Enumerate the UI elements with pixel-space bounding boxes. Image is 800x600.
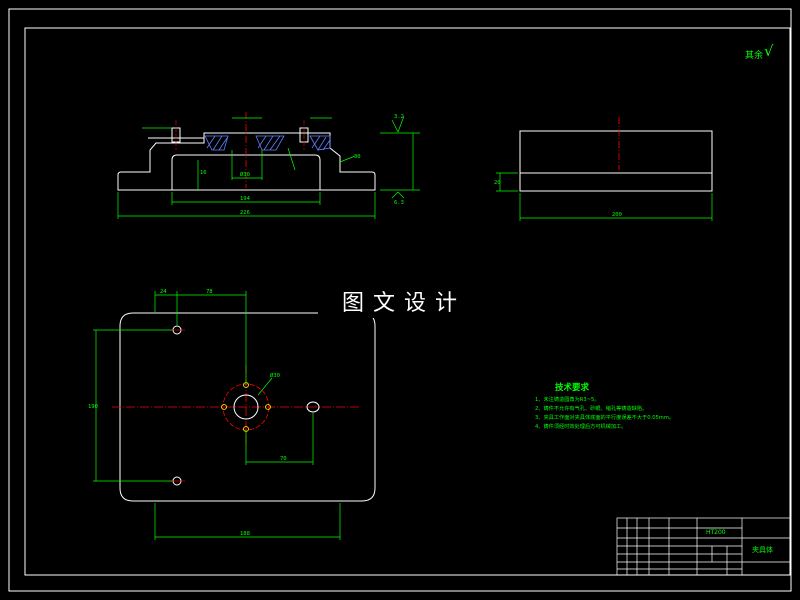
- dim-hole-diameter: Ø30: [270, 372, 280, 379]
- tech-note-1: 1、未注铸造圆角为R3~5。: [535, 395, 600, 403]
- roughness-value: 3.2: [394, 114, 404, 120]
- title-part-name: 夹具体: [752, 545, 773, 554]
- dim-226: 226: [240, 210, 250, 216]
- front-view: 226 194 Ø30 30 16 3.2 6.3: [117, 112, 420, 219]
- center-bore: [233, 394, 259, 420]
- tech-notes: 技术要求 1、未注铸造圆角为R3~5。 2、铸件不允许有气孔、砂眼、缩孔等铸造缺…: [535, 382, 674, 430]
- roughness-note: 其余: [745, 49, 763, 61]
- tech-note-3: 3、夹具工作面对夹具体底面的平行度误差不大于0.05mm。: [535, 413, 674, 421]
- side-dimensions: [496, 172, 713, 221]
- dim-24: 24: [160, 289, 167, 295]
- inner-frame: [24, 27, 791, 576]
- tech-note-4: 4、铸件须经时效处理后方可机械加工。: [535, 422, 627, 430]
- title-block: [616, 517, 791, 576]
- dim-188: 188: [240, 531, 250, 537]
- dim-20: 20: [494, 180, 501, 186]
- front-dimensions: [117, 115, 420, 219]
- dim-190: 190: [88, 404, 98, 410]
- dim-78: 78: [206, 289, 213, 295]
- side-view: 200 20: [494, 117, 713, 221]
- dim-194: 194: [240, 196, 251, 202]
- top-view-outline: [119, 312, 376, 502]
- slot-hole-right: [306, 401, 320, 413]
- top-dimensions: [93, 291, 341, 540]
- outer-frame: [8, 8, 792, 592]
- watermark-label: 图文设计: [318, 284, 490, 318]
- side-view-body: [519, 130, 713, 192]
- dim-70: 70: [280, 456, 287, 462]
- bolt-hole-right: [265, 404, 271, 410]
- roughness-check-icon: √: [764, 42, 774, 60]
- bolt-hole-left: [221, 404, 227, 410]
- front-view-outline: [117, 132, 376, 191]
- dim-200: 200: [612, 212, 622, 218]
- title-material: HT200: [706, 529, 726, 536]
- tech-note-2: 2、铸件不允许有气孔、砂眼、缩孔等铸造缺陷。: [535, 404, 647, 412]
- top-view: 24 78 190 188 70 Ø30: [88, 289, 376, 540]
- dim-16: 16: [200, 170, 207, 176]
- dim-30: 30: [354, 154, 361, 160]
- dim-diameter: Ø30: [240, 171, 250, 178]
- roughness-value-2: 6.3: [394, 200, 404, 206]
- section-hatch: [204, 135, 331, 151]
- tech-notes-title: 技术要求: [555, 382, 590, 393]
